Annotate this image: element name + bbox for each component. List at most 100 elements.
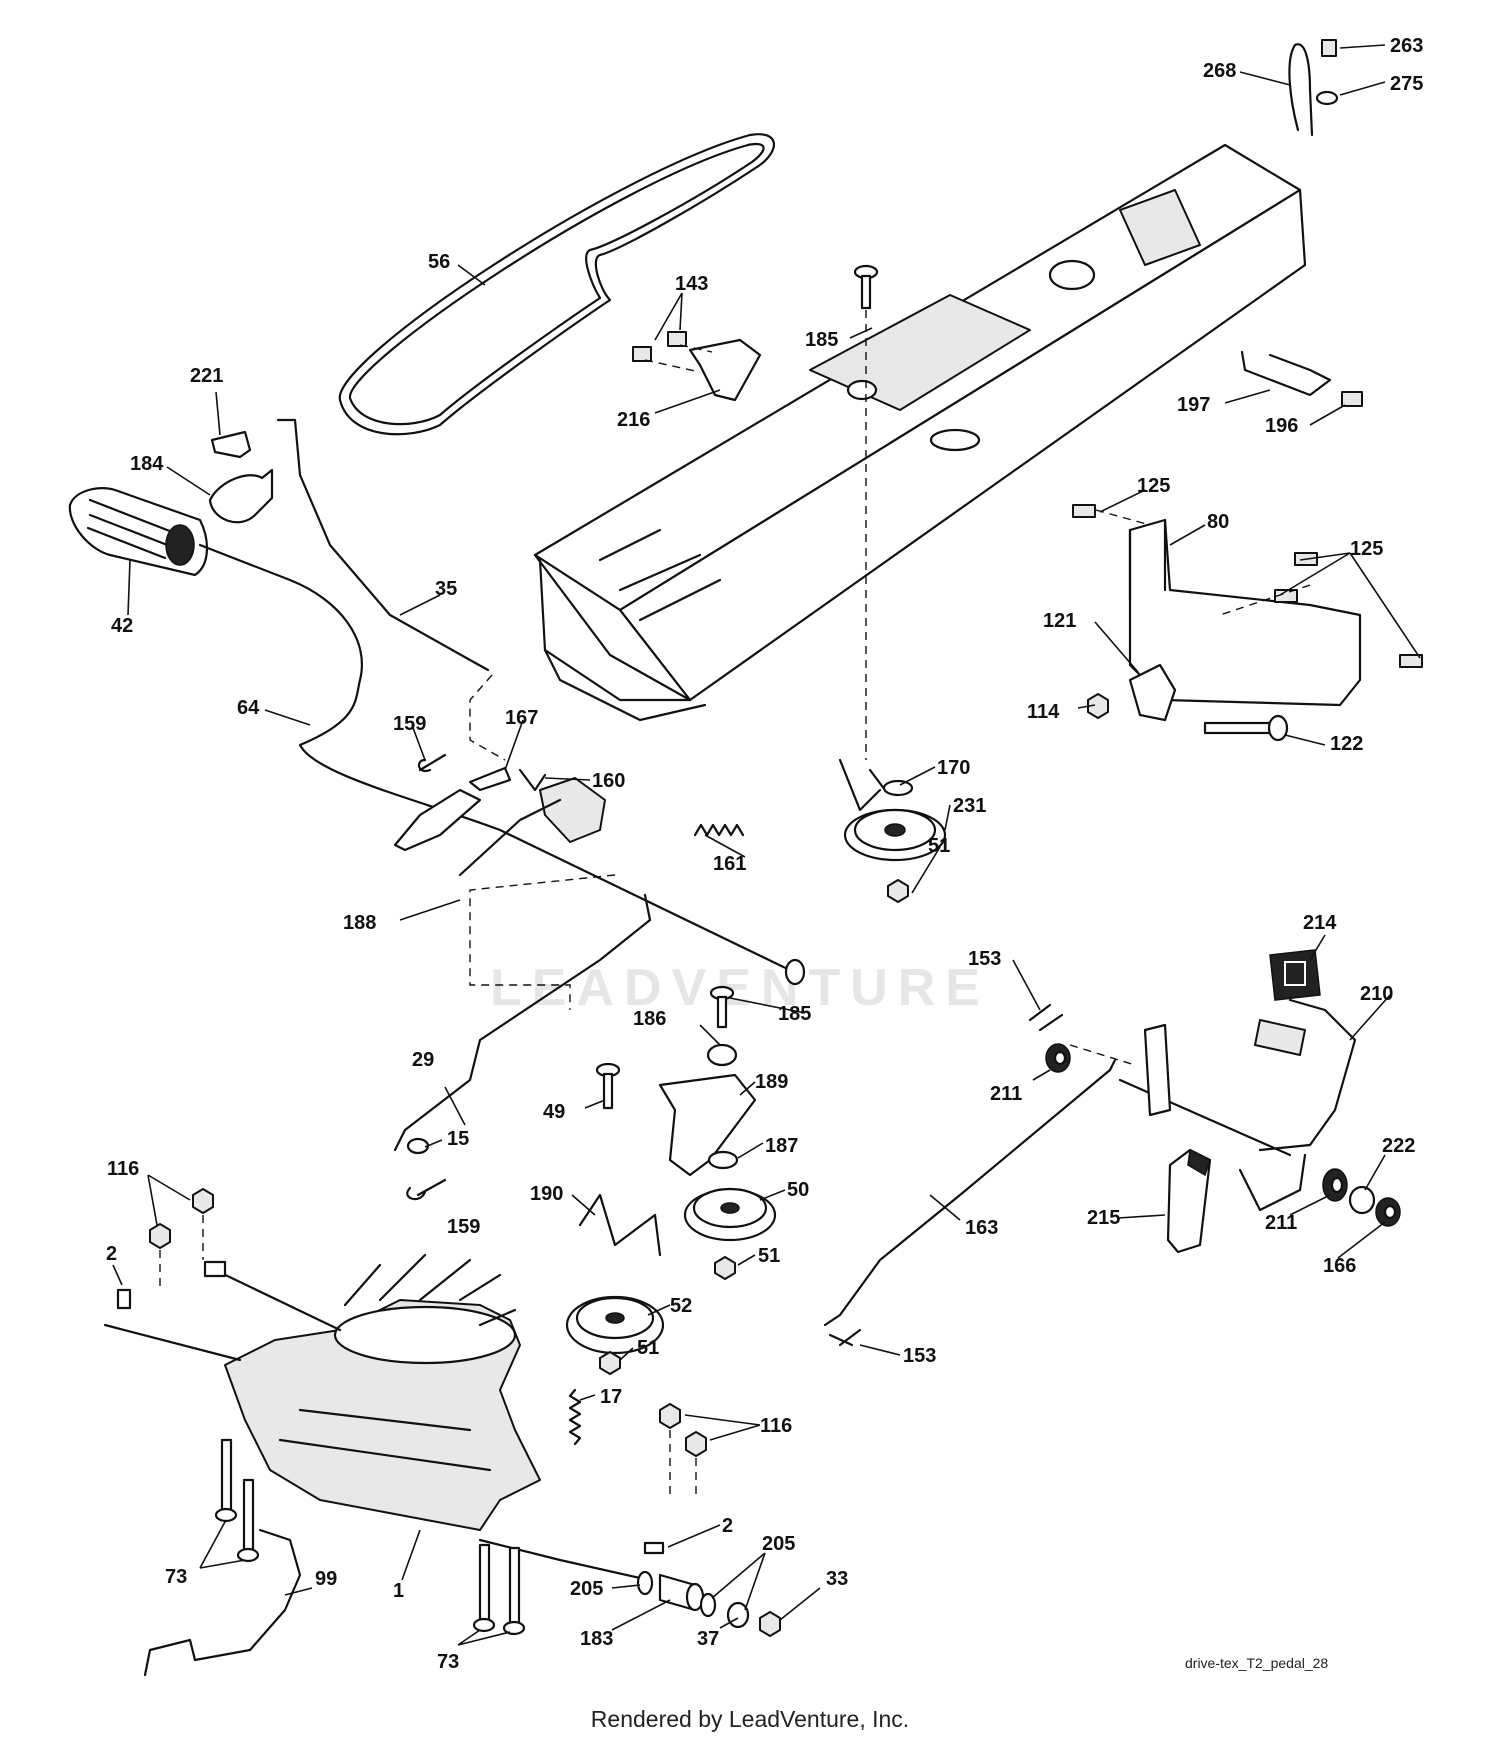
callout-2-right: 2: [722, 1515, 733, 1537]
callout-167: 167: [505, 707, 538, 729]
callout-185-lower: 185: [778, 1003, 811, 1025]
bracket-189: [658, 1073, 757, 1177]
washer-275: [1315, 90, 1339, 106]
rod-99: [143, 1528, 302, 1677]
nut-51c: [599, 1351, 621, 1375]
callout-49: 49: [543, 1101, 565, 1123]
callout-190: 190: [530, 1183, 563, 1205]
bolt-143b: [667, 331, 687, 347]
washer-15: [406, 1137, 430, 1155]
nut-116b: [149, 1223, 171, 1249]
spacer-183: [658, 1573, 705, 1612]
callout-15: 15: [447, 1128, 469, 1150]
clip-166: [1375, 1197, 1401, 1227]
callout-187: 187: [765, 1135, 798, 1157]
callout-183: 183: [580, 1628, 613, 1650]
callout-80: 80: [1207, 511, 1229, 533]
washer-37: [726, 1601, 750, 1629]
callout-labels: 263 268 275 56 143 185 216 197 196 221 1…: [106, 35, 1423, 1673]
nut-116c: [659, 1403, 681, 1429]
callout-210: 210: [1360, 983, 1393, 1005]
callout-29: 29: [412, 1049, 434, 1071]
callout-205-upper: 205: [762, 1533, 795, 1555]
callout-170: 170: [937, 757, 970, 779]
callout-125-right: 125: [1350, 538, 1383, 560]
callout-56: 56: [428, 251, 450, 273]
bolt-125-lower: [1274, 589, 1298, 603]
bushing-211b: [1322, 1168, 1348, 1202]
callout-222: 222: [1382, 1135, 1415, 1157]
callout-185-upper: 185: [805, 329, 838, 351]
callout-184: 184: [130, 453, 164, 475]
callout-205-lower: 205: [570, 1578, 603, 1600]
callout-211-right: 211: [1265, 1212, 1297, 1234]
callout-2-left: 2: [106, 1243, 117, 1265]
callout-33: 33: [826, 1568, 848, 1590]
callout-42: 42: [111, 615, 133, 637]
callout-163: 163: [965, 1217, 998, 1239]
callout-51-middle: 51: [758, 1245, 780, 1267]
bolt-263: [1321, 39, 1337, 57]
callout-37: 37: [697, 1628, 719, 1650]
callout-125-upper: 125: [1137, 475, 1170, 497]
cover-215: [1166, 1148, 1212, 1254]
callout-196: 196: [1265, 415, 1298, 437]
callout-263: 263: [1390, 35, 1423, 57]
rod-29: [393, 893, 652, 1152]
callout-153-lower: 153: [903, 1345, 936, 1367]
callout-121: 121: [1043, 610, 1076, 632]
clip-221: [210, 430, 252, 459]
callout-116-right: 116: [760, 1415, 792, 1437]
callout-188: 188: [343, 912, 376, 934]
callout-99: 99: [315, 1568, 337, 1590]
nut-114: [1087, 693, 1109, 719]
bolts-73-right: [472, 1543, 526, 1636]
bolt-196: [1341, 391, 1363, 407]
callout-214: 214: [1303, 912, 1337, 934]
callout-275: 275: [1390, 73, 1423, 95]
rod-163: [823, 1058, 1117, 1327]
callout-153-upper: 153: [968, 948, 1001, 970]
drawing-code: drive-tex_T2_pedal_28: [1185, 1655, 1329, 1671]
pulley-52: [565, 1295, 665, 1355]
leader-lines: [112, 44, 1421, 1646]
callout-231: 231: [953, 795, 986, 817]
bolt-185-upper: [853, 264, 879, 310]
nut-51a: [887, 879, 909, 903]
key-2b: [643, 1541, 665, 1555]
spring-161: [693, 823, 745, 837]
transaxle-1: [103, 1253, 642, 1580]
washer-205b: [699, 1592, 717, 1618]
pin-159b: [406, 1178, 447, 1201]
callout-268: 268: [1203, 60, 1236, 82]
watermark-text: LEADVENTURE: [490, 959, 990, 1017]
bracket-190: [578, 1193, 662, 1257]
clip-160: [518, 768, 547, 792]
nut-33: [759, 1611, 781, 1637]
callout-1: 1: [393, 1580, 404, 1602]
clip-167: [468, 766, 512, 792]
pedal-arm-188: [393, 777, 606, 877]
pedal-pad-214: [1269, 949, 1321, 1001]
callout-73-right: 73: [437, 1651, 459, 1673]
callout-64: 64: [237, 697, 260, 719]
bolt-49: [595, 1062, 621, 1110]
callout-221: 221: [190, 365, 223, 387]
callout-186: 186: [633, 1008, 666, 1030]
pin-122: [1203, 714, 1289, 742]
pulley-50: [683, 1187, 777, 1242]
shaft-64: [198, 543, 802, 977]
grip-42: [68, 487, 209, 577]
rod-197: [1240, 350, 1332, 397]
pin-159a: [417, 753, 447, 773]
nut-116d: [685, 1431, 707, 1457]
callout-161: 161: [713, 853, 746, 875]
callout-35: 35: [435, 578, 457, 600]
callout-122: 122: [1330, 733, 1363, 755]
callout-215: 215: [1087, 1207, 1120, 1229]
nut-51b: [714, 1256, 736, 1280]
spacer-186: [706, 1043, 738, 1067]
bushing-211a: [1045, 1043, 1071, 1073]
washer-187: [707, 1150, 739, 1170]
